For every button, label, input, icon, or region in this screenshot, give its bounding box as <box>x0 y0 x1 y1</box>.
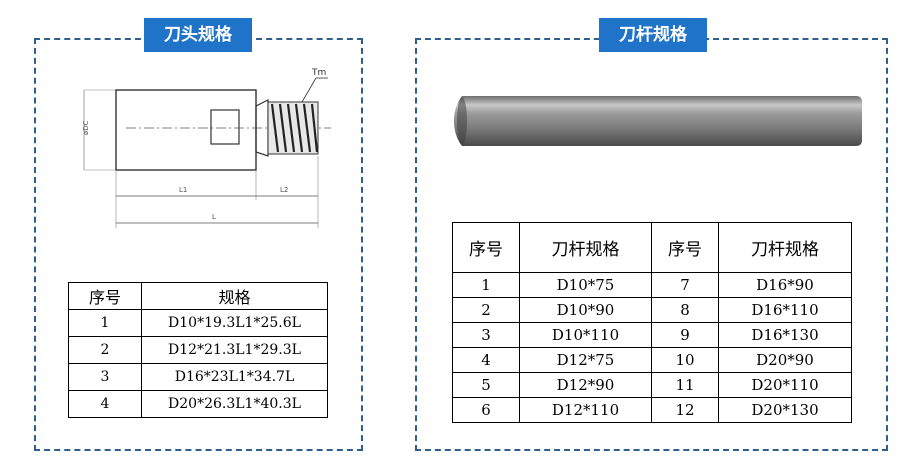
cutter-bar-image <box>454 96 862 146</box>
table-row: 2 D12*21.3L1*29.3L <box>68 336 328 364</box>
table-row: 2 D10*90 8 D16*110 <box>452 297 852 323</box>
row-index: 9 <box>651 322 719 348</box>
table-header-row: 序号 规格 <box>68 282 328 310</box>
row-spec: D12*75 <box>519 347 652 373</box>
header-index: 序号 <box>651 222 719 273</box>
row-spec: D20*130 <box>718 397 852 423</box>
table-row: 5 D12*90 11 D20*110 <box>452 372 852 398</box>
header-spec: 刀杆规格 <box>718 222 852 273</box>
row-index: 8 <box>651 297 719 323</box>
row-spec: D10*19.3L1*25.6L <box>141 309 328 337</box>
l1-label: L1 <box>179 186 187 194</box>
header-index: 序号 <box>452 222 520 273</box>
row-spec: D12*90 <box>519 372 652 398</box>
row-spec: D12*110 <box>519 397 652 423</box>
row-index: 5 <box>452 372 520 398</box>
row-spec: D20*90 <box>718 347 852 373</box>
row-spec: D20*110 <box>718 372 852 398</box>
cutter-head-title: 刀头规格 <box>144 18 252 52</box>
header-spec: 规格 <box>141 282 328 310</box>
row-index: 1 <box>68 309 142 337</box>
row-index: 3 <box>452 322 520 348</box>
row-index: 6 <box>452 397 520 423</box>
table-row: 1 D10*75 7 D16*90 <box>452 272 852 298</box>
header-spec: 刀杆规格 <box>519 222 652 273</box>
table-row: 3 D10*110 9 D16*130 <box>452 322 852 348</box>
dc-label: øDC <box>82 120 90 135</box>
row-spec: D16*130 <box>718 322 852 348</box>
row-spec: D16*90 <box>718 272 852 298</box>
l-label: L <box>212 213 216 221</box>
table-row: 4 D20*26.3L1*40.3L <box>68 390 328 418</box>
cutter-head-drawing: øDC Tm L1 L2 L <box>82 68 331 228</box>
row-index: 2 <box>452 297 520 323</box>
table-row: 1 D10*19.3L1*25.6L <box>68 309 328 337</box>
row-index: 4 <box>452 347 520 373</box>
cutter-head-spec-table: 序号 规格 1 D10*19.3L1*25.6L 2 D12*21.3L1*29… <box>68 282 328 418</box>
table-header-row: 序号 刀杆规格 序号 刀杆规格 <box>452 222 852 273</box>
tm-label: Tm <box>311 68 326 78</box>
row-index: 4 <box>68 390 142 418</box>
row-spec: D10*75 <box>519 272 652 298</box>
row-spec: D10*110 <box>519 322 652 348</box>
row-index: 7 <box>651 272 719 298</box>
row-index: 1 <box>452 272 520 298</box>
row-index: 11 <box>651 372 719 398</box>
cutter-bar-title: 刀杆规格 <box>599 18 707 52</box>
row-index: 12 <box>651 397 719 423</box>
row-spec: D10*90 <box>519 297 652 323</box>
row-index: 3 <box>68 363 142 391</box>
table-row: 6 D12*110 12 D20*130 <box>452 397 852 423</box>
row-spec: D16*23L1*34.7L <box>141 363 328 391</box>
row-spec: D16*110 <box>718 297 852 323</box>
row-spec: D12*21.3L1*29.3L <box>141 336 328 364</box>
row-index: 10 <box>651 347 719 373</box>
table-row: 3 D16*23L1*34.7L <box>68 363 328 391</box>
cutter-bar-spec-table: 序号 刀杆规格 序号 刀杆规格 1 D10*75 7 D16*90 2 D10*… <box>452 222 852 423</box>
row-index: 2 <box>68 336 142 364</box>
row-spec: D20*26.3L1*40.3L <box>141 390 328 418</box>
table-row: 4 D12*75 10 D20*90 <box>452 347 852 373</box>
l2-label: L2 <box>280 186 288 194</box>
header-index: 序号 <box>68 282 142 310</box>
